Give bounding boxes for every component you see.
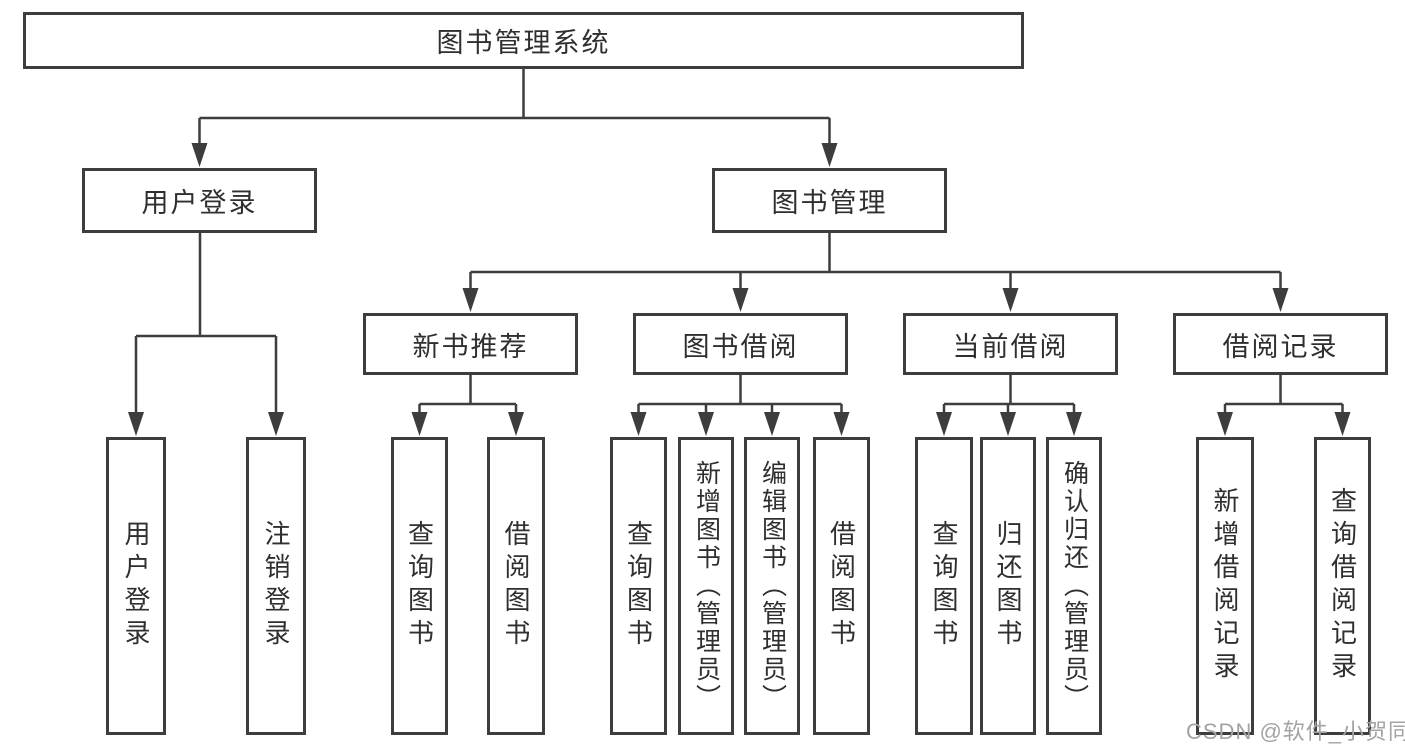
leaf-return-books: 归还图书	[980, 437, 1036, 735]
node-book-management: 图书管理	[712, 168, 947, 233]
leaf-add-books-admin: 新增图书（管理员）	[678, 437, 734, 735]
leaf-label: 归还图书	[993, 520, 1023, 652]
leaf-query-borrow-record: 查询借阅记录	[1314, 437, 1371, 735]
leaf-edit-books-admin: 编辑图书（管理员）	[744, 437, 800, 735]
leaf-label: 查询图书	[404, 520, 435, 652]
leaf-confirm-return-admin: 确认归还（管理员）	[1046, 437, 1102, 735]
leaf-label: 注销登录	[261, 520, 291, 652]
leaf-label: 借阅图书	[826, 520, 857, 652]
arrowheads	[128, 143, 1351, 436]
csdn-watermark: CSDN @软件_小贺同学	[1186, 719, 1405, 744]
node-new-book-recommend: 新书推荐	[363, 313, 578, 375]
leaf-borrow-books-recommend: 借阅图书	[487, 437, 545, 735]
node-book-borrowing: 图书借阅	[633, 313, 848, 375]
leaf-label: 新增图书（管理员）	[692, 460, 721, 712]
leaf-query-books-recommend: 查询图书	[391, 437, 448, 735]
leaf-label: 查询图书	[929, 520, 959, 652]
node-user-login: 用户登录	[82, 168, 317, 233]
leaf-label: 确认归还（管理员）	[1060, 460, 1089, 712]
tree-edges	[134, 69, 1344, 418]
leaf-query-books-current: 查询图书	[915, 437, 973, 735]
leaf-borrow-books-borrowing: 借阅图书	[813, 437, 870, 735]
leaf-user-login: 用户登录	[106, 437, 166, 735]
leaf-label: 用户登录	[121, 520, 151, 652]
leaf-add-borrow-record: 新增借阅记录	[1196, 437, 1254, 735]
leaf-label: 查询借阅记录	[1327, 487, 1358, 685]
leaf-label: 新增借阅记录	[1210, 487, 1240, 685]
leaf-label: 借阅图书	[501, 520, 531, 652]
leaf-label: 编辑图书（管理员）	[758, 460, 787, 712]
node-current-borrowing: 当前借阅	[903, 313, 1118, 375]
leaf-query-books-borrowing: 查询图书	[610, 437, 667, 735]
node-borrowing-records: 借阅记录	[1173, 313, 1388, 375]
leaf-logout: 注销登录	[246, 437, 306, 735]
leaf-label: 查询图书	[623, 520, 654, 652]
node-library-system: 图书管理系统	[23, 12, 1024, 69]
